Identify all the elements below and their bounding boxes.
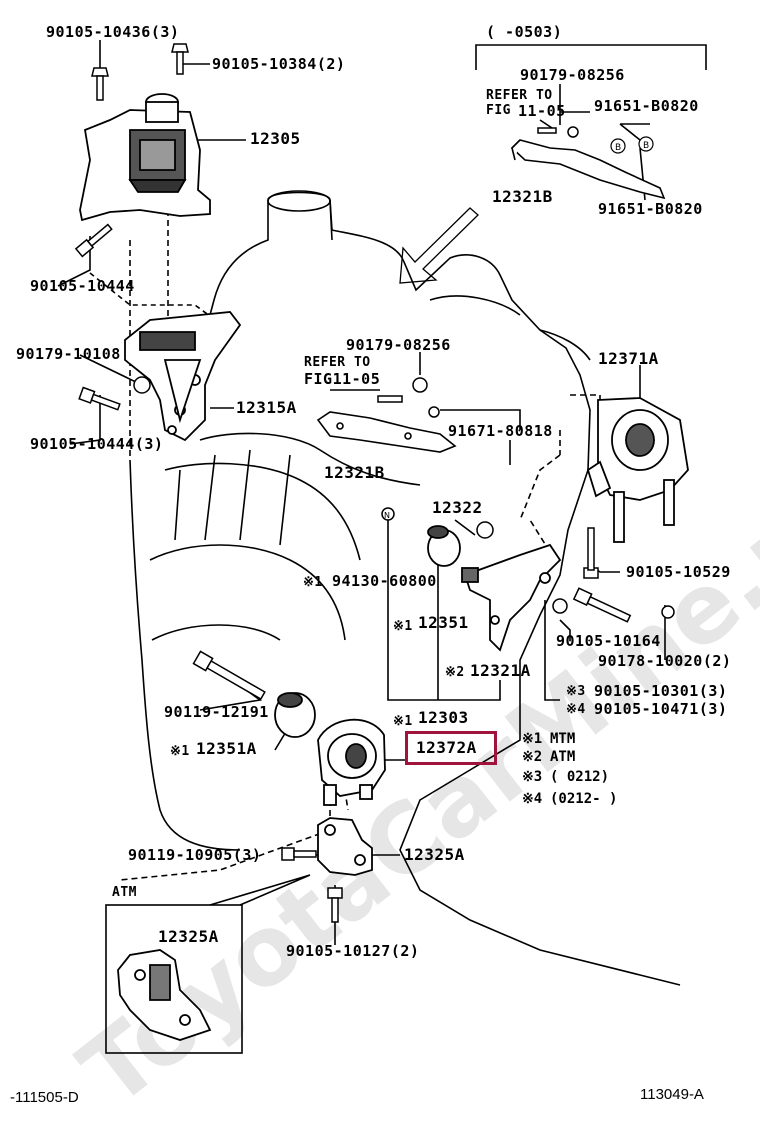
label-12321A: 12321A <box>470 661 531 680</box>
label-12321B-top: 12321B <box>492 187 553 206</box>
mark-1-b: ※1 <box>393 619 413 634</box>
label-90105-10301: 90105-10301(3) <box>594 682 728 700</box>
label-12351A: 12351A <box>196 739 257 758</box>
bracket-12315A <box>124 311 242 442</box>
label-12305: 12305 <box>250 129 301 148</box>
label-90105-10164: 90105-10164 <box>556 632 661 650</box>
bolt-90105-10529 <box>583 527 599 579</box>
label-91651-B0820-a: 91651-B0820 <box>594 97 699 115</box>
label-90119-12191: 90119-12191 <box>164 703 269 721</box>
label-90179-08256-mid: 90179-08256 <box>346 336 451 354</box>
highlight-box-12372A <box>405 731 497 765</box>
bolt-90105-10127 <box>327 887 343 923</box>
legend-text-3: ( 0212) <box>550 769 610 785</box>
stopper-12322 <box>427 525 461 567</box>
bolt-90105-10444-top <box>74 223 113 258</box>
legend-mark-3: ※3 <box>522 769 543 785</box>
bracket-12321A <box>461 543 562 652</box>
label-12325A-atm: 12325A <box>158 927 219 946</box>
n-mark: N <box>384 511 390 520</box>
mount-12305 <box>79 93 211 222</box>
footer-right: 113049-A <box>640 1086 704 1103</box>
label-12321B-mid: 12321B <box>324 463 385 482</box>
label-94130-60800: 94130-60800 <box>332 572 437 590</box>
mark-3-a: ※3 <box>566 684 586 699</box>
legend-text-4: (0212- ) <box>550 791 618 807</box>
legend-mark-1: ※1 <box>522 731 543 747</box>
legend-text-1: MTM <box>550 731 576 747</box>
bracket-12321B-mid <box>316 411 457 453</box>
label-12322: 12322 <box>432 498 483 517</box>
bolt-90105-10444-3 <box>78 386 121 411</box>
label-12303: 12303 <box>418 708 469 727</box>
label-90105-10436: 90105-10436(3) <box>46 23 180 41</box>
label-90105-10444-top: 90105-10444 <box>30 277 135 295</box>
bracket-12325A <box>317 817 373 876</box>
label-90105-10444-3: 90105-10444(3) <box>30 435 164 453</box>
bushing-12351A <box>274 692 316 738</box>
label-12325A: 12325A <box>404 845 465 864</box>
label-90179-10108: 90179-10108 <box>16 345 121 363</box>
label-91671-80818: 91671-80818 <box>448 422 553 440</box>
label-12351: 12351 <box>418 613 469 632</box>
label-12371A: 12371A <box>598 349 659 368</box>
svg-text:B: B <box>643 141 649 151</box>
bolt-90119-10905 <box>281 847 317 861</box>
label-90119-10905: 90119-10905(3) <box>128 846 262 864</box>
bracket-12325A-atm <box>117 949 212 1041</box>
mark-4-a: ※4 <box>566 702 586 717</box>
label-90178-10020: 90178-10020(2) <box>598 652 732 670</box>
label-fig-num-top: 11-05 <box>518 102 566 120</box>
label-90105-10384: 90105-10384(2) <box>212 55 346 73</box>
mount-12372A <box>317 718 386 806</box>
bolt-90105-10164 <box>572 587 632 623</box>
label-fig-mid: FIG11-05 <box>304 370 381 388</box>
mark-2-a: ※2 <box>445 665 465 680</box>
label-atm: ATM <box>112 885 137 900</box>
label-refer-to-top: REFER TO <box>486 88 553 103</box>
bolt-90105-10436 <box>91 67 109 101</box>
label-90105-10471: 90105-10471(3) <box>594 700 728 718</box>
bolt-90119-12191 <box>192 650 266 700</box>
label-refer-to-mid: REFER TO <box>304 355 371 370</box>
svg-text:B: B <box>615 143 621 153</box>
mark-1-a: ※1 <box>303 575 323 590</box>
label-90105-10127: 90105-10127(2) <box>286 942 420 960</box>
mark-1-d: ※1 <box>170 744 190 759</box>
footer-left: -111505-D <box>10 1089 79 1106</box>
legend-mark-2: ※2 <box>522 749 543 765</box>
label-12315A: 12315A <box>236 398 297 417</box>
label-90105-10529: 90105-10529 <box>626 563 731 581</box>
legend-text-2: ATM <box>550 749 576 765</box>
bracket-12321B-top <box>510 139 666 200</box>
legend-mark-4: ※4 <box>522 791 543 807</box>
label-91651-B0820-b: 91651-B0820 <box>598 200 703 218</box>
mark-1-c: ※1 <box>393 714 413 729</box>
label-fig-top: FIG <box>486 103 511 118</box>
label-12372A: 12372A <box>416 738 477 757</box>
label-90179-08256-top: 90179-08256 <box>520 66 625 84</box>
label-range-top: ( -0503) <box>486 23 563 41</box>
bolt-90105-10384 <box>171 43 189 75</box>
mount-12371A <box>586 397 689 543</box>
